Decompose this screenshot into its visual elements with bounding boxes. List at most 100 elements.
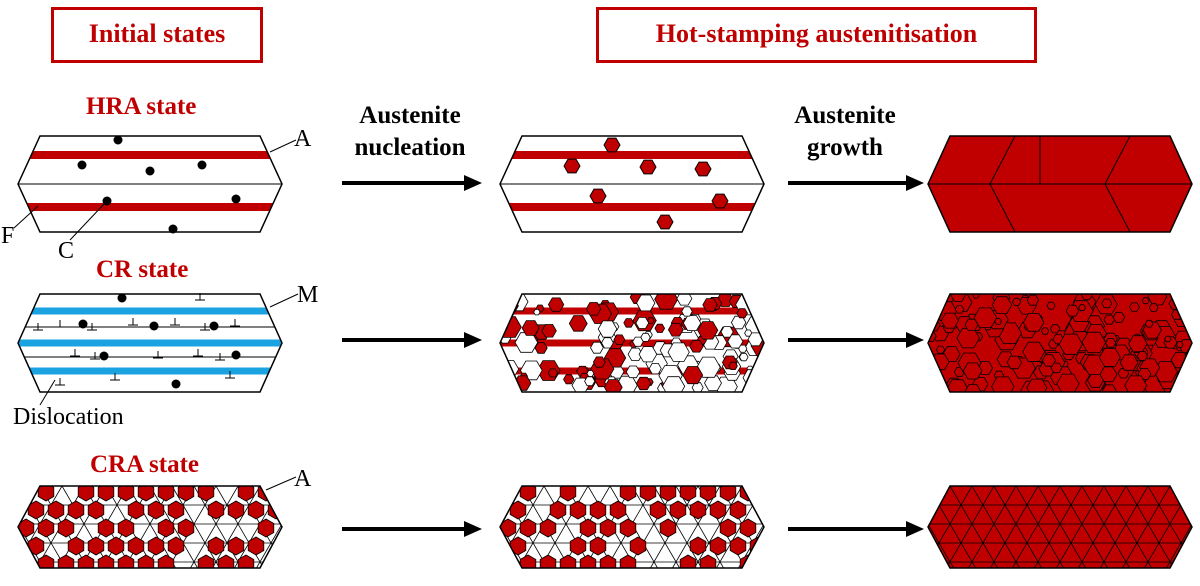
fine-grain (1112, 311, 1126, 323)
lattice-line (256, 486, 282, 568)
nucleus-grain (590, 341, 604, 354)
nucleus-grain (689, 339, 704, 353)
fine-grain (1041, 354, 1056, 367)
lattice-line (276, 486, 324, 568)
nucleus-grain (585, 302, 602, 316)
panel-outline-hra3 (927, 135, 1193, 233)
lattice-line (1166, 486, 1192, 568)
fine-grain (1026, 294, 1040, 306)
nucleus-grain (586, 370, 595, 377)
nucleus-grain (601, 337, 614, 349)
austenite-grain (659, 518, 677, 538)
nucleus-grain (739, 352, 749, 362)
nucleus-grain (753, 310, 764, 329)
lattice-line (949, 486, 998, 568)
austenite-grain (519, 518, 537, 538)
nucleus-grain (513, 375, 532, 391)
panel-hra3 (928, 136, 1192, 232)
label-martensite: M (297, 282, 319, 308)
fine-grain (1136, 351, 1148, 361)
panel-outline-cr2 (499, 293, 765, 393)
fine-grain (1050, 362, 1063, 374)
nucleus-grain (720, 326, 734, 338)
austenite-grain (167, 536, 185, 556)
lattice-line (1012, 486, 1061, 568)
fine-grain (1184, 367, 1192, 378)
austenite-grain (97, 518, 115, 538)
label-austenite-hra: A (294, 126, 312, 152)
carbide-particle (77, 160, 87, 170)
fine-grain (994, 318, 1002, 325)
label-hra-state: HRA state (86, 93, 197, 120)
dislocation-symbol (153, 351, 163, 359)
fine-grain (1175, 341, 1184, 348)
austenite-grain (770, 537, 786, 555)
austenite-grain (37, 554, 55, 568)
process-arrow-head (464, 175, 482, 191)
austenite-grain (569, 536, 587, 556)
austenite-grain (519, 554, 537, 568)
fine-grain (964, 318, 979, 331)
austenite-grain (207, 500, 225, 520)
carbide-particle (113, 135, 123, 145)
fine-grain (930, 370, 940, 378)
nucleus-grain (547, 368, 559, 378)
lattice-line (738, 486, 764, 568)
lattice-line (971, 486, 1020, 568)
martensite-band (18, 367, 282, 375)
fine-grain (1080, 294, 1093, 301)
nucleus-grain (584, 376, 596, 387)
lattice-line (1078, 486, 1127, 568)
austenite-grain (659, 486, 677, 502)
austenite-grain (18, 486, 35, 502)
austenite-grain (127, 500, 145, 520)
carbide-particle (231, 194, 241, 204)
lattice-line (300, 486, 348, 568)
austenite-grain (87, 536, 105, 556)
austenite-grain (47, 500, 65, 520)
austenite-grain (679, 554, 697, 568)
leader-austenite (269, 139, 297, 153)
nucleus-grain (691, 382, 704, 392)
nucleus-grain (654, 323, 666, 333)
panel-cr2 (500, 294, 764, 392)
austenite-grain (247, 536, 265, 556)
lattice-line (18, 486, 19, 568)
carbide-particle (168, 224, 178, 234)
fine-grain (1148, 303, 1159, 312)
nucleus-grain (697, 321, 719, 340)
dislocation-symbol (128, 318, 138, 326)
panel-cr3 (928, 294, 1192, 392)
fine-grain (962, 362, 983, 380)
austenite-grain (649, 500, 667, 520)
nucleus-grain (592, 356, 606, 368)
austenite-nucleus (563, 158, 581, 174)
austenite-grain (77, 486, 95, 502)
fine-grain (1058, 333, 1083, 355)
lattice-line (946, 486, 995, 568)
austenite-grain (619, 486, 637, 502)
panel-outline-hra2 (499, 135, 765, 233)
panel-outline-hra1 (17, 135, 283, 233)
panel-outline-cra2 (499, 485, 765, 569)
lattice-line (543, 486, 592, 568)
carbide-particle (145, 166, 155, 176)
austenite-grain (117, 518, 135, 538)
lattice-line (1034, 486, 1083, 568)
austenite-grain (197, 554, 215, 568)
label-dislocation: Dislocation (13, 404, 124, 430)
carbide-particle (197, 160, 207, 170)
austenite-grain (107, 536, 125, 556)
label-austenite-cra: A (294, 466, 312, 492)
austenite-nucleus (639, 159, 657, 175)
austenite-nucleus (694, 161, 712, 177)
austenite-grain (127, 536, 145, 556)
fine-grain (991, 296, 1013, 315)
austenite-grain (157, 518, 175, 538)
austenite-grain (629, 536, 647, 556)
austenite-grain (689, 536, 707, 556)
austenite-grain (719, 486, 737, 502)
austenite-grain (639, 486, 657, 502)
austenite-grain (97, 554, 115, 568)
lattice-line (280, 486, 328, 568)
